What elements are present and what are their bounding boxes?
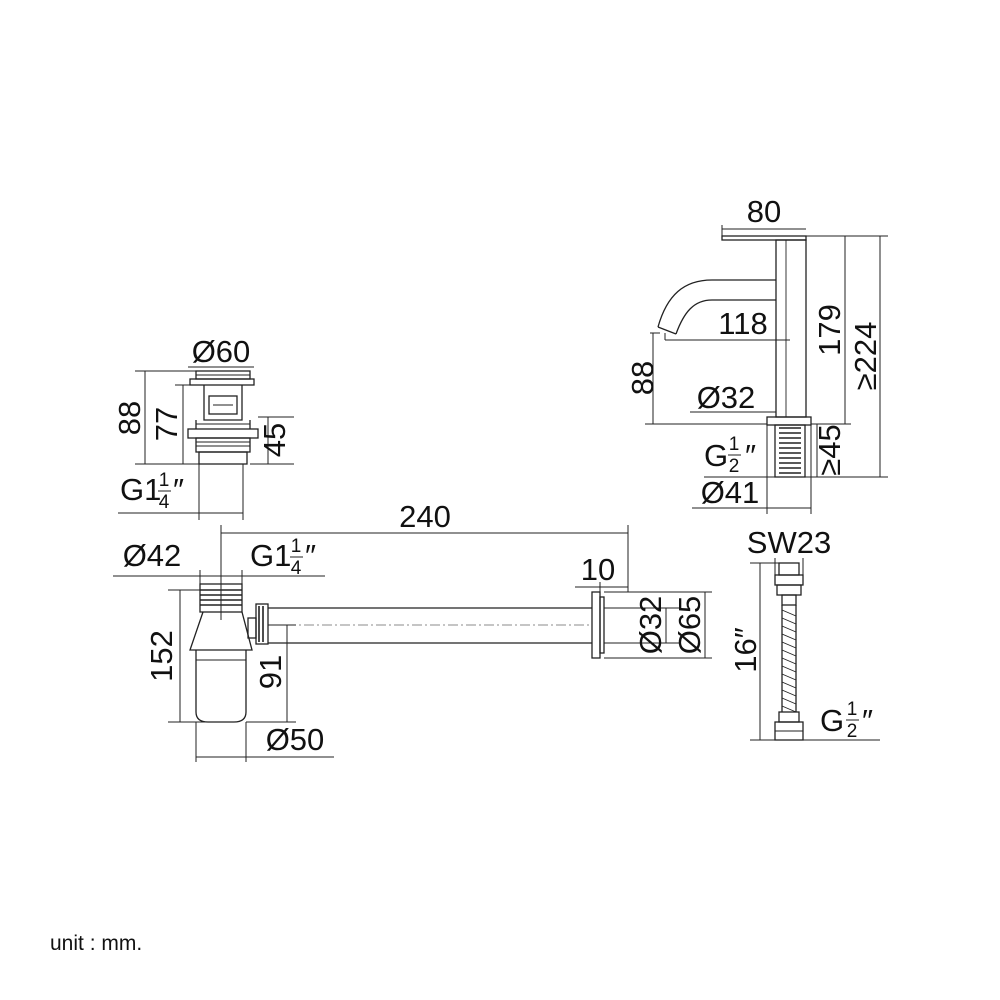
tap-shank-length-label: ≥45 <box>812 424 847 476</box>
trap-thread-denominator: 4 <box>291 558 302 579</box>
trap-outlet-height-label: 91 <box>253 655 288 689</box>
tap-spout-label: 118 <box>718 306 767 341</box>
trap-thread-numerator: 1 <box>291 536 302 557</box>
trap-inlet-label: Ø42 <box>123 538 182 573</box>
trap-dimensions: 240 Ø42 G1 1 4 ″ 10 Ø32 Ø65 <box>113 499 712 762</box>
waste-thread-denominator: 4 <box>159 492 170 513</box>
hose-length-label: 16″ <box>728 627 763 672</box>
trap-part <box>189 583 605 723</box>
trap-length-label: 240 <box>399 499 451 534</box>
waste-thread-numerator: 1 <box>159 470 170 491</box>
hose-dimensions: SW23 16″ G 1 2 ″ <box>728 525 880 742</box>
trap-rosette-diameter-label: Ø65 <box>672 596 707 655</box>
basin-tap: 80 118 88 Ø32 179 ≥224 ≥45 <box>625 194 888 514</box>
waste-dimensions: Ø60 88 77 45 G1 1 4 ″ <box>112 334 294 520</box>
tap-base-label: Ø32 <box>697 380 756 415</box>
tap-spout-height-label: 88 <box>625 361 660 395</box>
waste-thread-mark: ″ <box>173 472 184 507</box>
trap-rosette-thickness-label: 10 <box>581 552 615 587</box>
tap-shank-diameter-label: Ø41 <box>701 475 760 510</box>
tap-thread-denominator: 2 <box>729 456 740 477</box>
tap-thread-numerator: 1 <box>729 434 740 455</box>
tap-thread-whole: G <box>704 438 728 473</box>
unit-note: unit : mm. <box>50 932 143 955</box>
trap-bottle-diameter-label: Ø50 <box>266 722 325 757</box>
waste-body-height-label: 77 <box>149 407 184 441</box>
waste-thread-whole: G1 <box>120 472 161 507</box>
hose-part <box>774 562 804 741</box>
trap-thread-mark: ″ <box>305 538 316 573</box>
waste-part <box>187 370 259 465</box>
tap-body-height-label: 179 <box>812 304 847 356</box>
waste-width-label: Ø60 <box>192 334 251 369</box>
tap-thread-mark: ″ <box>745 438 756 473</box>
trap-pipe-diameter-label: Ø32 <box>633 596 668 655</box>
tap-reach-label: 80 <box>747 194 781 229</box>
hose-thread-whole: G <box>820 703 844 738</box>
trap-height-label: 152 <box>144 630 179 682</box>
waste-total-height-label: 88 <box>112 401 147 435</box>
tap-dimensions: 80 118 88 Ø32 179 ≥224 ≥45 <box>625 194 888 514</box>
hose-thread-numerator: 1 <box>847 699 858 720</box>
bottle-trap: 240 Ø42 G1 1 4 ″ 10 Ø32 Ø65 <box>113 499 712 762</box>
hose-thread-mark: ″ <box>862 703 873 738</box>
flexible-hose: SW23 16″ G 1 2 ″ <box>728 525 880 742</box>
tap-part <box>657 235 812 478</box>
trap-thread-whole: G1 <box>250 538 291 573</box>
hose-thread-denominator: 2 <box>847 721 858 742</box>
hose-nut-label: SW23 <box>747 525 831 560</box>
waste-thread-height-label: 45 <box>257 423 292 457</box>
pop-up-waste: Ø60 88 77 45 G1 1 4 ″ <box>112 334 294 520</box>
tap-total-height-label: ≥224 <box>848 322 883 391</box>
